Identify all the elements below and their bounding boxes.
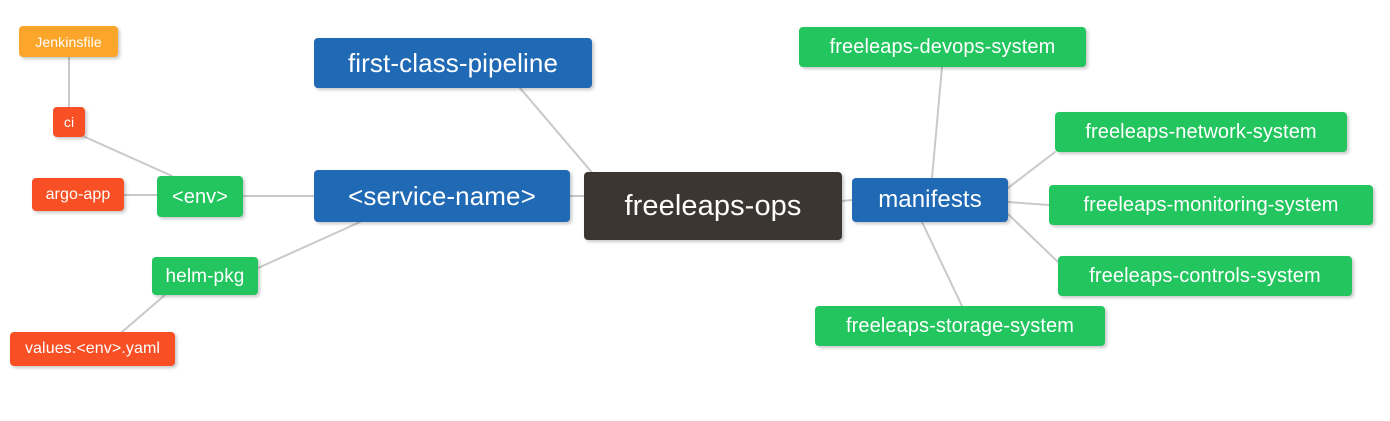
edge-env-to-ci [84, 136, 173, 177]
node-valuesyaml[interactable]: values.<env>.yaml [10, 332, 175, 366]
node-helmpkg[interactable]: helm-pkg [152, 257, 258, 295]
node-pipeline[interactable]: first-class-pipeline [314, 38, 592, 88]
edge-root-to-manifests [841, 199, 853, 202]
node-devops[interactable]: freeleaps-devops-system [799, 27, 1086, 67]
edge-manifests-to-controls [1007, 213, 1059, 263]
node-controls[interactable]: freeleaps-controls-system [1058, 256, 1352, 296]
node-env[interactable]: <env> [157, 176, 243, 217]
edge-manifests-to-devops [931, 66, 943, 179]
node-service[interactable]: <service-name> [314, 170, 570, 222]
node-argoapp[interactable]: argo-app [32, 178, 124, 211]
edge-service-to-helmpkg [257, 221, 361, 269]
node-manifests[interactable]: manifests [852, 178, 1008, 222]
edge-root-to-pipeline [519, 87, 596, 177]
edge-manifests-to-storage [921, 221, 963, 307]
node-monitoring[interactable]: freeleaps-monitoring-system [1049, 185, 1373, 225]
node-jenkinsfile[interactable]: Jenkinsfile [19, 26, 118, 57]
edge-manifests-to-monitoring [1007, 201, 1050, 206]
node-storage[interactable]: freeleaps-storage-system [815, 306, 1105, 346]
node-root[interactable]: freeleaps-ops [584, 172, 842, 240]
edge-manifests-to-network [1007, 151, 1056, 189]
node-network[interactable]: freeleaps-network-system [1055, 112, 1347, 152]
node-ci[interactable]: ci [53, 107, 85, 137]
edge-helmpkg-to-valuesyaml [121, 294, 166, 333]
